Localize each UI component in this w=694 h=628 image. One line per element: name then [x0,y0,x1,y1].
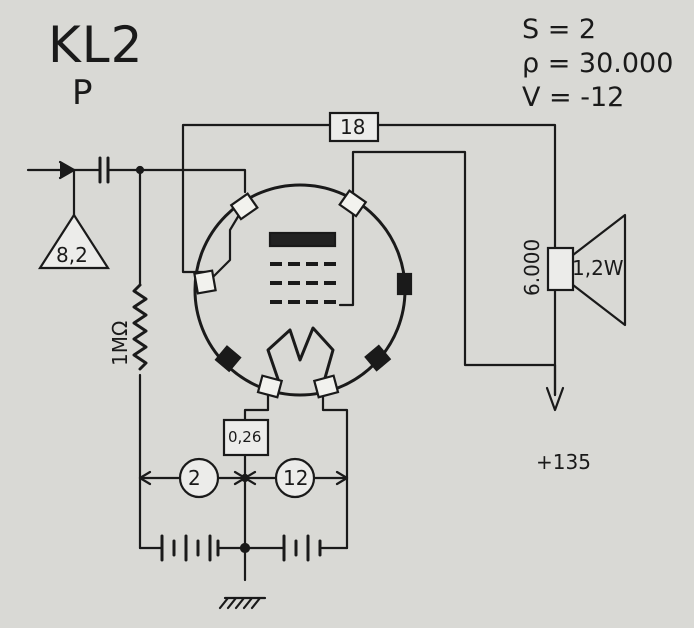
grid-resistor-label: 1MΩ [108,320,132,366]
pin-filled-right [396,272,413,296]
pin-heater-1 [256,374,284,399]
pin-grid-1 [229,192,259,221]
screen-voltage-box [328,111,380,143]
dim-junction-dot [240,473,250,483]
param-s: S = 2 [522,14,597,45]
input-level-label: 8,2 [56,243,88,267]
battery-left-plates [160,534,220,562]
anode-internal-wire [338,203,355,307]
battery-right-plates [282,534,322,562]
battery-right-label: 12 [283,466,309,490]
ground-junction-dot [239,542,251,554]
control-grid [270,262,336,304]
input-triangle [37,212,111,270]
tube-name: KL2 [48,16,144,74]
cathode-heater [266,326,335,387]
battery-left-label: 2 [188,466,201,490]
input-arrow [58,160,76,180]
transformer-box [546,246,575,292]
coupling-capacitor [98,156,110,184]
transformer-label: 6.000 [520,238,544,296]
heater-right-wire [321,383,349,550]
pin-heater-2 [312,374,340,399]
screen-grid-wire [181,123,557,274]
battery-left-circle [178,457,220,499]
pin-anode [338,189,368,218]
anode-supply-label: +135 [536,450,591,474]
param-v: V = -12 [522,82,625,113]
electrode-link [208,203,247,282]
param-rho: ρ = 30.000 [522,48,674,79]
supply-arrow [545,386,565,412]
tube-type: P [72,73,93,113]
screen-voltage-label: 18 [340,115,366,139]
pin-filled-lower-right [364,344,392,372]
pin-screen [193,269,217,295]
grid-junction-dot [135,165,145,175]
grid-resistor-zigzag [132,283,148,371]
anode-plate [268,231,337,248]
grid-wire [106,168,247,194]
pin-filled-lower-left [214,345,242,373]
heater-current-label: 0,26 [228,428,262,446]
speaker-label: 1,2W [572,256,624,280]
ground-symbol [218,596,267,610]
battery-right-circle [274,457,316,499]
heater-left-wire [243,383,270,422]
speaker-horn [571,213,627,327]
heater-current-box [222,418,270,457]
